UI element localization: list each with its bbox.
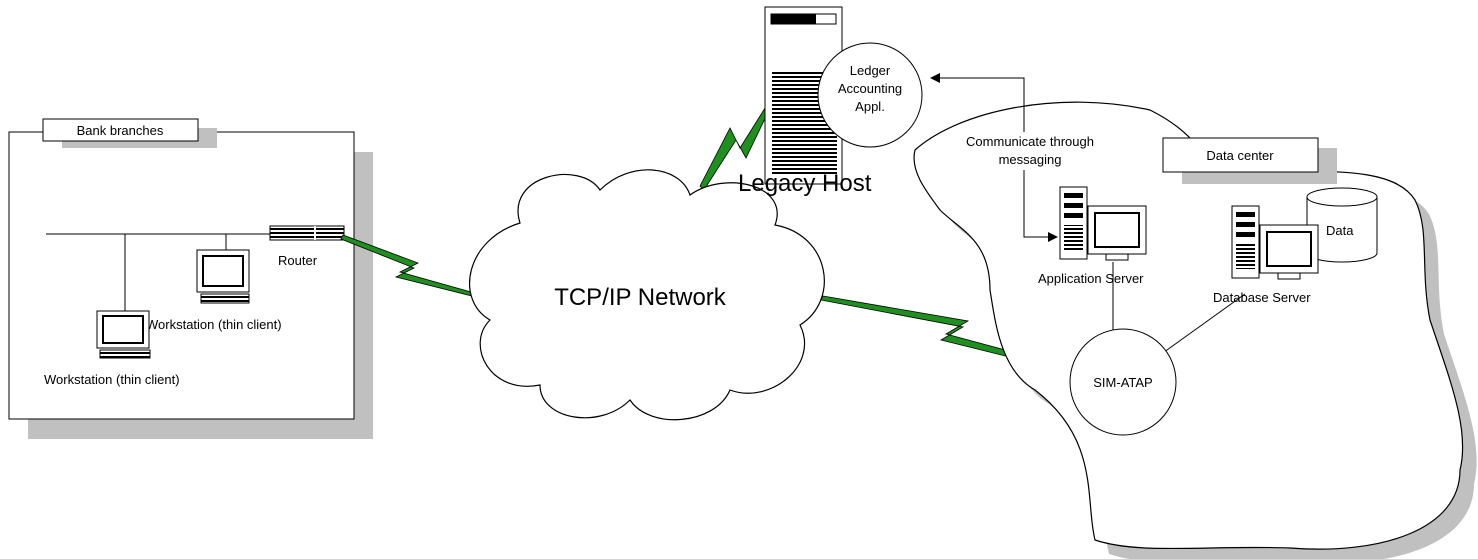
server-tower-icon [1059, 186, 1088, 260]
ledger-app-line1: Ledger [850, 63, 891, 78]
bank-branches-title: Bank branches [77, 123, 164, 138]
workstation-icon [96, 310, 151, 359]
ledger-app-line2: Accounting [838, 81, 902, 96]
link-dbserver-simatap [1159, 293, 1246, 356]
bank-branches-title-box [42, 118, 199, 142]
monitor-icon [1259, 224, 1319, 280]
workstation-label-upper: Workstation (thin client) [146, 317, 282, 332]
bank-branches-group: Bank branches Router Workstation (thin c… [8, 118, 373, 439]
messaging-label-line1: Communicate through [966, 134, 1094, 149]
network-label: TCP/IP Network [554, 284, 727, 311]
database-server-label: Database Server [1213, 290, 1311, 305]
sim-atap-circle [1069, 328, 1177, 436]
router-label: Router [278, 253, 318, 268]
data-center-title-box [1162, 137, 1319, 173]
tcpip-network-cloud: TCP/IP Network [468, 169, 825, 421]
sim-atap-label: SIM-ATAP [1093, 375, 1152, 390]
legacy-host-group: Ledger Accounting Appl. Legacy Host [738, 6, 923, 197]
router-icon [269, 225, 345, 241]
legacy-host-label: Legacy Host [738, 170, 872, 197]
data-center-title: Data center [1206, 148, 1274, 163]
cloud-shape [468, 169, 825, 421]
data-store-label: Data [1326, 223, 1354, 238]
mainframe-icon [764, 6, 843, 185]
ledger-app-circle [817, 42, 923, 148]
messaging-label-bg [945, 132, 1115, 170]
bank-branches-box [8, 131, 355, 420]
workstation-icon [196, 249, 250, 304]
monitor-icon [1087, 205, 1147, 261]
server-tower-icon [1231, 205, 1260, 279]
data-center-group: Data center Communicate through messagin… [913, 73, 1477, 559]
ledger-app-line3: Appl. [855, 99, 885, 114]
database-cylinder-icon [1306, 187, 1378, 263]
application-server-label: Application Server [1038, 271, 1144, 286]
workstation-label-lower: Workstation (thin client) [44, 372, 180, 387]
messaging-label-line2: messaging [999, 152, 1062, 167]
